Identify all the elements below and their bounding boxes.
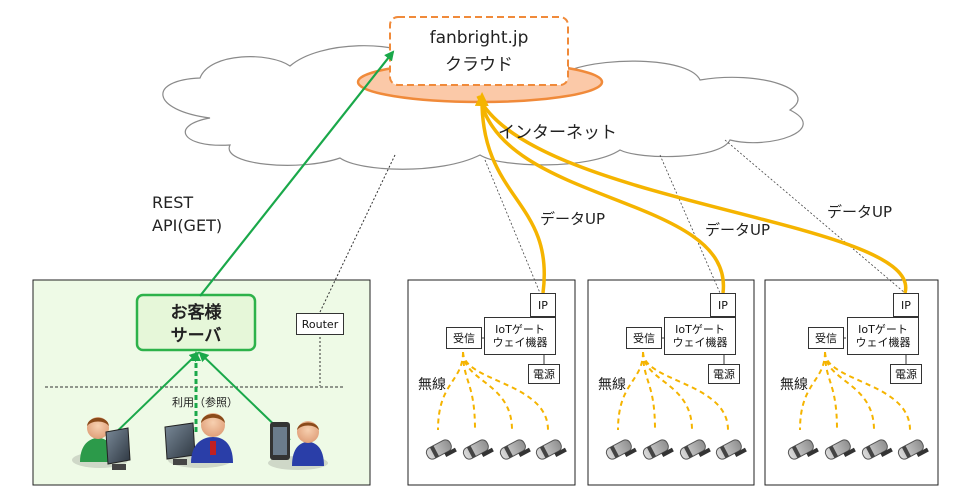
user-pc-icon: [164, 413, 233, 468]
user1-access-arrow: [104, 351, 200, 444]
sensor-device-icon: [897, 439, 929, 460]
receiver-box-3: 受信: [808, 327, 844, 349]
power-label-2: 電源: [713, 367, 735, 381]
receiver-box-1: 受信: [446, 327, 482, 349]
sensor-device-icon: [824, 439, 856, 460]
gw3-radio-link-4: [824, 351, 911, 431]
power-box-2: 電源: [708, 364, 740, 384]
power-label-1: 電源: [533, 367, 555, 381]
device-label-2b: ウェイ機器: [672, 336, 728, 349]
ip-label-1: IP: [538, 298, 548, 312]
gw3-radio-link-2: [824, 351, 838, 431]
api-label-line2: API(GET): [152, 216, 223, 235]
user-pc-icon: [72, 417, 131, 470]
data-up-label-1: データUP: [540, 210, 606, 228]
service-subtitle: クラウド: [445, 55, 513, 75]
receive-label-3: 受信: [815, 331, 837, 345]
iot-gateway-box-3: IoTゲートウェイ機器: [847, 317, 919, 355]
gw3-radio-link-3: [824, 351, 875, 431]
data-up-label-3: データUP: [827, 203, 893, 221]
internet-label: インターネット: [498, 123, 617, 143]
service-box: [389, 16, 569, 86]
router-uplink: [319, 154, 396, 313]
service-title: fanbright.jp: [429, 28, 529, 48]
sensor-device-icon: [642, 439, 674, 460]
data-up-arrow-1: [474, 92, 546, 294]
sensor-device-icon: [462, 439, 494, 460]
gw1-radio-link-3: [462, 351, 513, 431]
sensor-device-icon: [787, 439, 819, 460]
ip-box-3: IP: [893, 293, 919, 317]
gw2-radio-link-2: [642, 351, 656, 431]
device-label-1b: ウェイ機器: [492, 336, 548, 349]
sensor-device-icon: [425, 439, 457, 460]
wireless-label-1: 無線: [418, 377, 446, 393]
server-label-line2: サーバ: [170, 326, 222, 346]
sensor-device-icon: [535, 439, 567, 460]
receiver-box-2: 受信: [626, 327, 662, 349]
iot-gateway-box-2: IoTゲートウェイ機器: [664, 317, 736, 355]
receive-label-2: 受信: [633, 331, 655, 345]
device-label-2a: IoTゲート: [675, 323, 725, 336]
gw2-radio-link-4: [642, 351, 729, 431]
wireless-label-2: 無線: [598, 377, 626, 393]
usage-label: 利用（参照）: [172, 396, 238, 409]
data-up-arrow-2: [478, 96, 725, 294]
gw2-radio-link-3: [642, 351, 693, 431]
api-arrow: [199, 50, 395, 297]
gw1-radio-link-2: [462, 351, 476, 431]
api-label-line1: REST: [152, 193, 194, 212]
sensor-device-icon: [715, 439, 747, 460]
device-label-1a: IoTゲート: [495, 323, 545, 336]
data-up-arrow-3: [476, 95, 908, 294]
wireless-label-3: 無線: [780, 377, 808, 393]
iot-gateway-box-1: IoTゲートウェイ機器: [484, 317, 556, 355]
gw2-uplink: [659, 154, 721, 294]
server-label-line1: お客様: [170, 303, 222, 323]
power-label-3: 電源: [895, 367, 917, 381]
gw1-radio-link-4: [462, 351, 549, 431]
ip-label-2: IP: [718, 298, 728, 312]
user-tablet-icon: [268, 421, 328, 470]
ip-box-2: IP: [710, 293, 736, 317]
data-up-label-2: データUP: [705, 221, 771, 239]
device-label-3b: ウェイ機器: [855, 336, 911, 349]
router-box: Router: [296, 313, 344, 335]
ip-box-1: IP: [530, 293, 556, 317]
sensor-device-icon: [679, 439, 711, 460]
power-box-1: 電源: [528, 364, 560, 384]
receive-label-1: 受信: [453, 331, 475, 345]
sensor-device-icon: [499, 439, 531, 460]
ip-label-3: IP: [901, 298, 911, 312]
device-label-3a: IoTゲート: [858, 323, 908, 336]
gw3-uplink: [724, 139, 906, 294]
customer-server-box: [135, 293, 257, 352]
power-box-3: 電源: [890, 364, 922, 384]
router-label: Router: [301, 317, 339, 331]
sensor-device-icon: [861, 439, 893, 460]
sensor-device-icon: [605, 439, 637, 460]
